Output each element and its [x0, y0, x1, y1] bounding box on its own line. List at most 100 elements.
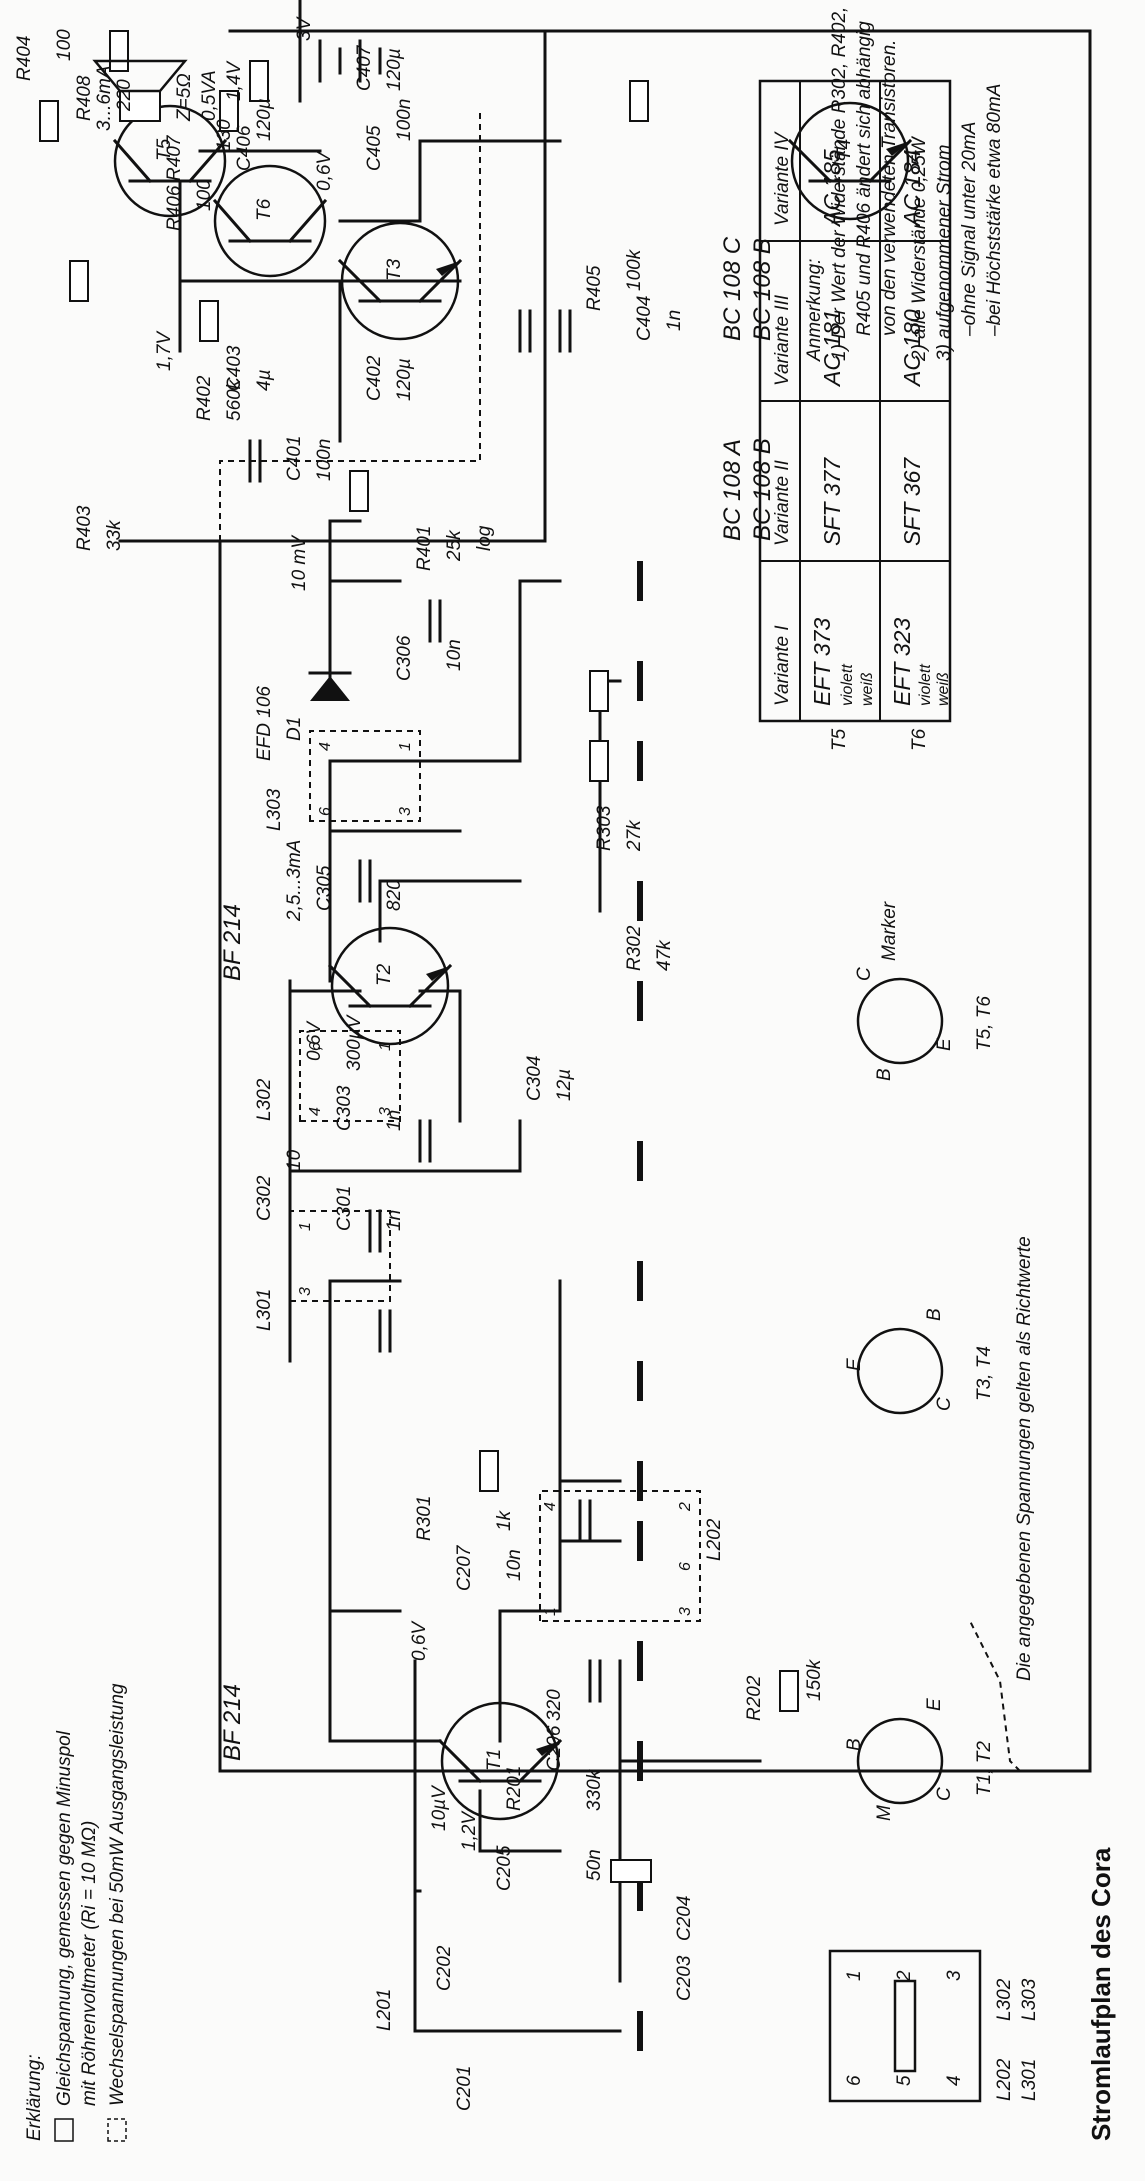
voltage-footnote: Die angegebenen Spannungen gelten als Ri… — [1014, 1236, 1035, 1681]
table-header-4: Variante IV — [772, 130, 793, 226]
cell-T5-sub2: weiß — [859, 672, 876, 706]
label-L301: L301 — [254, 1289, 275, 1331]
cell-T5-4: AC 185 — [819, 149, 845, 228]
label-R402: R402 — [194, 375, 215, 421]
value-C305: 820 — [384, 879, 405, 911]
transistor-T2 — [327, 926, 453, 1046]
type-D1a: EFD 106 — [254, 686, 275, 761]
table-header-2: Variante II — [772, 459, 793, 546]
remarks-heading: Anmerkung: — [804, 259, 825, 362]
page-title: Stromlaufplan des Cora — [1086, 1847, 1116, 2141]
pin-l302-a: 4 — [307, 1107, 324, 1116]
label-R407: R407 — [164, 134, 185, 181]
base-pin-5: 5 — [894, 2075, 915, 2086]
pin-T1-E: E — [924, 1698, 945, 1711]
speaker-impedance: Z=5Ω — [174, 73, 195, 122]
label-C304: C304 — [524, 1056, 545, 1101]
remarks: Anmerkung: 1) Der Wert der Widerstände R… — [804, 7, 1005, 362]
pin-T5-C: C — [854, 967, 875, 981]
label-R408: R408 — [74, 75, 95, 121]
transistor-T4 — [787, 101, 913, 221]
label-R403: R403 — [74, 505, 95, 551]
label-T6: T6 — [254, 198, 275, 221]
label-T3: T3 — [384, 258, 405, 281]
base-pin-6: 6 — [844, 2075, 865, 2086]
label-T4: T4 — [834, 139, 855, 161]
transistor-T1 — [437, 1701, 563, 1821]
label-C204: C204 — [674, 1896, 695, 1941]
pin-l302-b: 6 — [307, 1042, 324, 1051]
label-T5: T5 — [154, 138, 175, 161]
label-C406: C406 — [234, 125, 255, 171]
component-labels: L201 C202 C201 C205 50n R201 330k C206 3… — [14, 15, 855, 2111]
label-C207: C207 — [454, 1544, 475, 1591]
meas-v-T4: 0,6V — [314, 150, 335, 191]
label-C206: C206 — [544, 1725, 565, 1771]
label-C301: C301 — [334, 1186, 355, 1231]
label-C303: C303 — [334, 1085, 355, 1131]
label-L303: L303 — [264, 788, 285, 831]
L202-can — [539, 1490, 701, 1622]
L303-can — [309, 730, 421, 822]
label-C203: C203 — [674, 1955, 695, 2001]
remark-line-6: –ohne Signal unter 20mA — [959, 122, 980, 337]
pin-T5-marker: Marker — [879, 901, 900, 961]
diode-D1 — [308, 671, 352, 701]
speaker-power: 0,5VA — [199, 70, 220, 121]
type-T1: BF 214 — [219, 1684, 246, 1761]
coil-pin-numbers: 3 1 4 6 3 1 6 4 3 1 1 4 3 6 2 — [297, 742, 694, 1616]
value-C402: 120µ — [394, 358, 415, 401]
value-R301: 1k — [494, 1509, 515, 1531]
pin-l301-b: 1 — [297, 1222, 314, 1231]
legend-line1b: mit Röhrenvoltmeter (Ri = 10 MΩ) — [79, 1821, 100, 2106]
meas-v-T56: 1,4V — [224, 60, 245, 101]
cell-T6-4: AC 184 — [899, 149, 925, 228]
legend-heading: Erklärung: — [24, 2054, 45, 2141]
table-header-3: Variante III — [772, 294, 793, 386]
value-R405: 100k — [624, 248, 645, 291]
battery-voltage: 3V — [294, 15, 315, 41]
meas-i-T5: 3...6mA — [94, 66, 115, 131]
cell-T5-2: SFT 377 — [819, 457, 845, 546]
value-R408: 220 — [114, 79, 135, 112]
meas-v-T3: 1,7V — [154, 330, 175, 371]
remark-line-5: 3) aufgenommener Strom — [934, 145, 955, 362]
base-right-b: L303 — [1019, 1978, 1040, 2021]
value-C404: 1n — [664, 310, 685, 331]
transistor-T3 — [337, 221, 463, 341]
meas-v-T1e: 0,6V — [409, 1620, 430, 1661]
remark-line-2: R405 und R406 ändert sich abhängig — [854, 21, 875, 336]
value-C302: 10 — [284, 1149, 305, 1171]
pinout-T1-label: T1, T2 — [974, 1741, 995, 1796]
volume-switch-link — [219, 111, 481, 541]
remark-line-3: von den verwendeten Transistoren. — [879, 40, 900, 336]
base-pin-4: 4 — [944, 2075, 965, 2086]
legend-line1a: Gleichspannung, gemessen gegen Minuspol — [54, 1730, 75, 2106]
value-R404: 100 — [54, 29, 75, 61]
value-R202: 150k — [804, 1658, 825, 1701]
cell-T5-sub1: violett — [839, 664, 856, 706]
label-L202: L202 — [704, 1518, 725, 1561]
cell-T6-1: EFT 323 — [889, 618, 915, 706]
base-pin-2: 2 — [894, 1970, 915, 1982]
meas-ac-T1b: 10µV — [429, 1784, 450, 1831]
value-R402: 560k — [224, 378, 245, 421]
label-C403: C403 — [224, 345, 245, 391]
label-C407: C407 — [354, 44, 375, 91]
label-T1: T1 — [484, 1749, 505, 1771]
base-left-a: L202 — [994, 2058, 1015, 2101]
transistor-T6 — [212, 164, 328, 278]
pin-l202-d: 6 — [677, 1562, 694, 1571]
label-R404: R404 — [14, 36, 35, 81]
value-C306: 10n — [444, 639, 465, 671]
battery — [318, 39, 382, 83]
label-L201: L201 — [374, 1989, 395, 2031]
value-C206: 320 — [544, 1689, 565, 1721]
pin-l202-a: 1 — [542, 1607, 559, 1616]
variants-table: Variante I Variante II Variante III Vari… — [758, 79, 952, 751]
value-R403: 33k — [104, 519, 125, 551]
base-right-a: L302 — [994, 1978, 1015, 2021]
label-R302: R302 — [624, 925, 645, 971]
label-C402: C402 — [364, 355, 385, 401]
